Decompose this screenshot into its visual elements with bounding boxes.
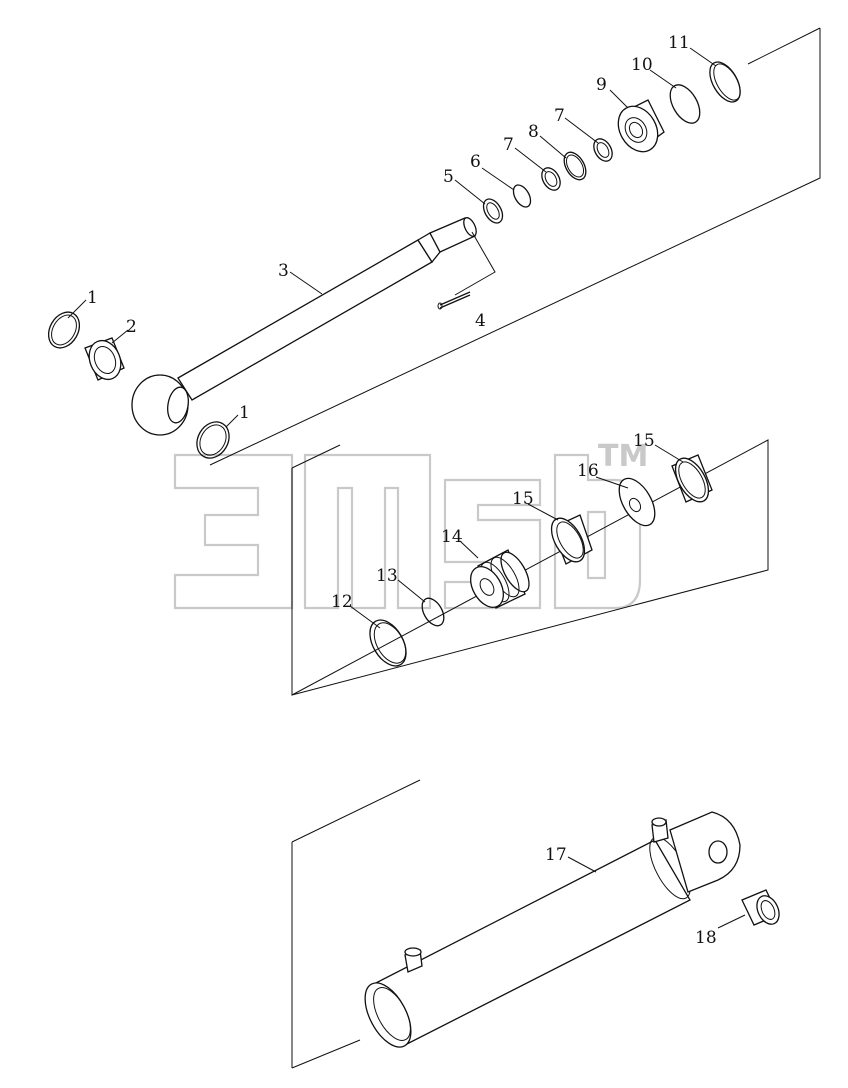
seal-5 (482, 198, 504, 224)
callout-12: 12 (331, 592, 353, 612)
frame-barrel-group (291, 779, 421, 1069)
watermark-tm: TM (598, 439, 648, 474)
wiper-7b (593, 138, 613, 162)
callout-8: 8 (528, 122, 539, 142)
callout-14: 14 (441, 527, 463, 547)
callouts: 1 2 3 4 1 5 6 7 8 7 9 10 11 12 13 14 15 … (87, 33, 717, 948)
callout-1-lower: 1 (239, 403, 250, 423)
wear-ring-15b (671, 454, 713, 503)
piston-14 (469, 549, 530, 609)
callout-6: 6 (470, 152, 481, 172)
callout-16: 16 (577, 461, 599, 481)
frame-rod-group (209, 27, 821, 466)
callout-17: 17 (545, 845, 567, 865)
callout-9: 9 (596, 75, 607, 95)
callout-5: 5 (443, 167, 454, 187)
ring-8 (563, 151, 587, 181)
callout-2: 2 (126, 317, 137, 337)
cotter-pin (437, 231, 496, 310)
callout-10: 10 (631, 55, 653, 75)
o-ring-6 (512, 184, 532, 208)
callout-3: 3 (278, 261, 289, 281)
cylinder-barrel (364, 811, 741, 1048)
callout-15-right: 15 (633, 431, 655, 451)
watermark-logo: TM (173, 439, 648, 610)
o-ring-12 (369, 619, 407, 667)
piston-rod (131, 217, 477, 436)
wear-ring-15a (550, 514, 593, 565)
bushing-18 (741, 889, 780, 926)
retaining-ring-lower (196, 421, 230, 459)
callout-11: 11 (668, 33, 690, 53)
wiper-7a (541, 167, 561, 191)
bushing-rod-end (84, 337, 125, 381)
retaining-ring-upper (47, 311, 81, 349)
seal-16 (618, 477, 656, 527)
gland-9 (617, 99, 665, 153)
callout-7-right: 7 (554, 106, 565, 126)
callout-1-upper: 1 (87, 288, 98, 308)
snap-ring-11 (709, 61, 741, 103)
callout-4: 4 (475, 311, 486, 331)
frame-piston-group (291, 439, 769, 696)
callout-13: 13 (376, 566, 398, 586)
callout-15-left: 15 (512, 489, 534, 509)
callout-7-left: 7 (503, 135, 514, 155)
callout-18: 18 (695, 928, 717, 948)
leader-lines (67, 47, 746, 929)
o-ring-10 (669, 84, 701, 124)
o-ring-13 (421, 597, 445, 627)
